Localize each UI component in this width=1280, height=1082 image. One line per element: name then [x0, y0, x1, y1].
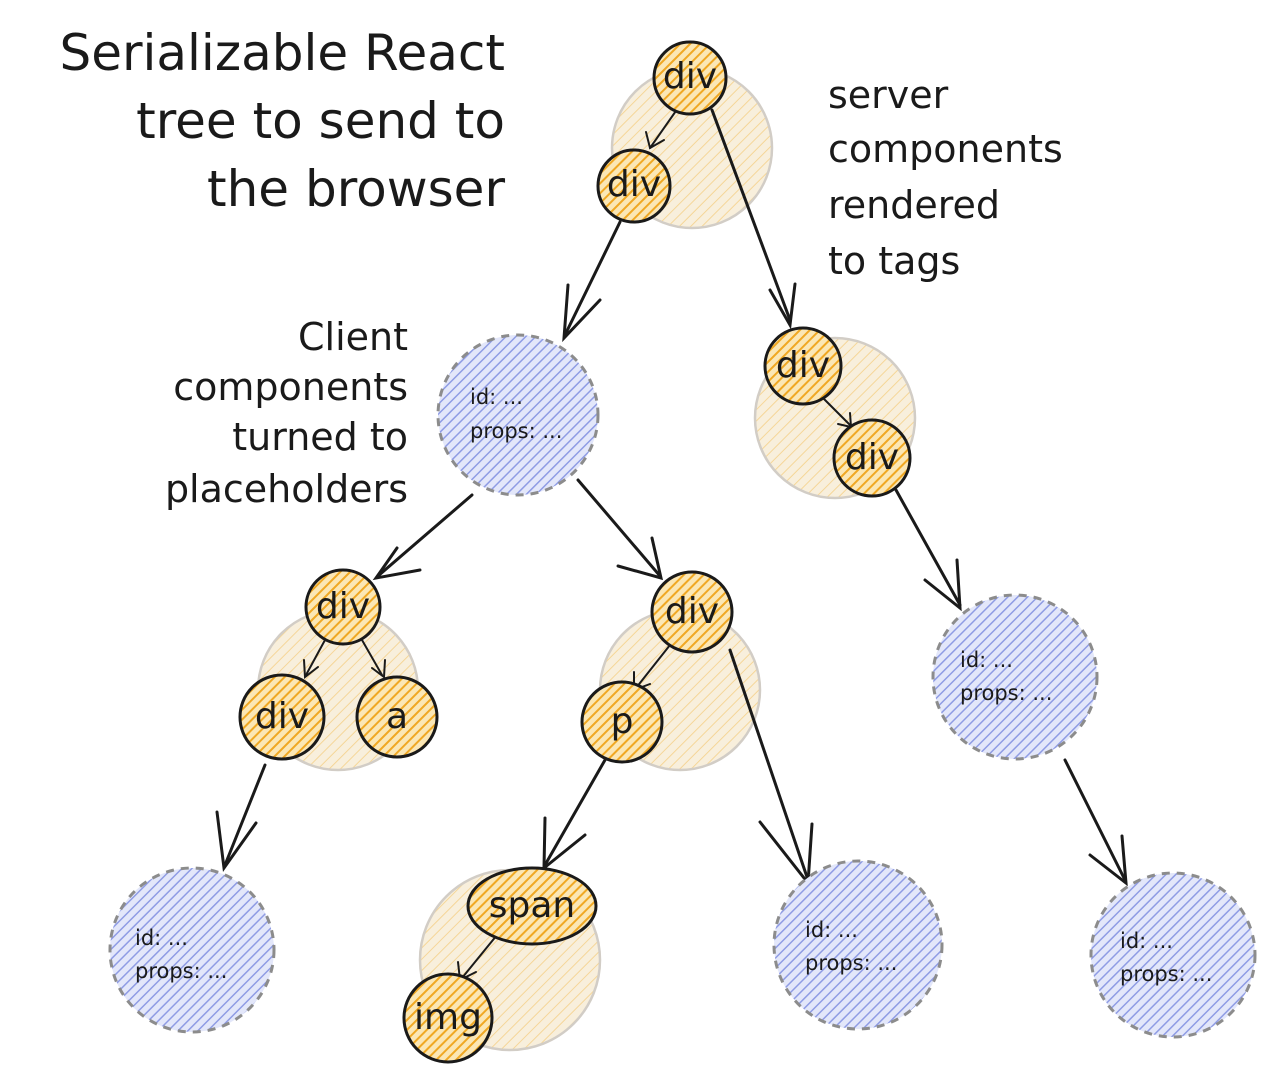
node-root-div: div	[652, 40, 728, 116]
edge-child-to-placeholder-1	[563, 220, 622, 337]
edge-span-to-img	[461, 934, 498, 979]
arrowhead-right-placeholder-to-bottom	[1088, 834, 1128, 887]
placeholder-props: props: ...	[1120, 962, 1212, 986]
edge-right-placeholder-to-bottom	[1063, 758, 1127, 882]
arrowhead-root-to-child	[645, 131, 665, 150]
node-label: div	[255, 696, 309, 737]
client-note-line-4: placeholders	[165, 467, 408, 511]
client-note-line-3: turned to	[232, 415, 408, 459]
edge-mid-div-to-p	[635, 644, 671, 689]
node-label: a	[386, 696, 408, 737]
arrowhead-left-div-to-a	[371, 659, 386, 679]
title-line-3: the browser	[207, 160, 505, 218]
arrowhead-left-child-div-to-placeholder	[215, 810, 258, 873]
node-label: div	[776, 345, 830, 386]
node-label: p	[611, 701, 634, 742]
node-label: div	[845, 437, 899, 478]
client-placeholder-right: id: ... props: ...	[931, 593, 1099, 761]
edge-left-div-to-child-div	[305, 639, 326, 676]
edge-root-to-child	[649, 107, 679, 149]
edge-left-child-div-to-placeholder	[223, 763, 267, 867]
edge-root-to-right-div	[710, 108, 792, 322]
node-label: div	[316, 586, 370, 627]
arrowhead-child-to-placeholder-1	[562, 283, 602, 343]
placeholder-id: id: ...	[960, 648, 1013, 672]
placeholder-props: props: ...	[135, 959, 227, 983]
client-placeholder-top: id: ... props: ...	[436, 333, 600, 497]
title-line-1: Serializable React	[59, 24, 505, 82]
arrowhead-root-to-right-div	[768, 282, 797, 330]
edge-left-div-to-a	[361, 639, 383, 676]
server-note-line-4: to tags	[828, 239, 960, 283]
arrowhead-left-div-to-child-div	[303, 659, 319, 679]
server-components-note: server components rendered to tags	[828, 73, 1063, 283]
node-span: span	[466, 866, 598, 946]
client-placeholder-bottom-right: id: ... props: ...	[1089, 871, 1257, 1039]
tree-edges	[215, 107, 1128, 982]
node-root-child-div: div	[596, 148, 672, 224]
node-img: img	[402, 972, 494, 1064]
node-right-div-2: div	[832, 418, 912, 498]
server-note-line-3: rendered	[828, 183, 1000, 227]
placeholder-props: props: ...	[960, 681, 1052, 705]
node-label: div	[607, 164, 661, 205]
node-left-group-child-div: div	[238, 673, 326, 761]
server-note-line-2: components	[828, 127, 1063, 171]
arrowhead-placeholder-to-mid-div	[616, 536, 664, 581]
edge-placeholder-to-left-div	[376, 493, 474, 578]
node-left-group-div: div	[304, 568, 382, 646]
node-label: span	[489, 885, 575, 926]
placeholder-id: id: ...	[1120, 929, 1173, 953]
client-note-line-2: components	[173, 365, 408, 409]
node-label: img	[414, 997, 482, 1038]
placeholder-id: id: ...	[135, 926, 188, 950]
edge-placeholder-to-mid-div	[576, 478, 662, 578]
edge-right-div-1-to-2	[819, 394, 851, 426]
arrowhead-mid-div-to-placeholder	[758, 820, 814, 887]
client-placeholder-bottom-mid: id: ... props: ...	[772, 859, 944, 1031]
edge-right-div-2-to-placeholder	[894, 488, 962, 607]
node-right-div-1: div	[763, 326, 843, 406]
server-note-line-1: server	[828, 73, 949, 117]
node-mid-group-div: div	[650, 570, 734, 654]
edge-p-to-span	[543, 758, 607, 867]
placeholder-id: id: ...	[805, 918, 858, 942]
diagram-title: Serializable React tree to send to the b…	[59, 24, 505, 218]
placeholder-props: props: ...	[470, 419, 562, 443]
client-placeholder-bottom-left: id: ... props: ...	[108, 866, 276, 1034]
placeholder-props: props: ...	[805, 951, 897, 975]
node-left-group-child-a: a	[355, 675, 439, 759]
arrowhead-placeholder-to-left-div	[372, 546, 422, 581]
node-mid-group-p: p	[580, 680, 664, 764]
node-label: div	[665, 591, 719, 632]
node-label: div	[663, 56, 717, 97]
title-line-2: tree to send to	[136, 92, 505, 150]
edge-mid-div-to-placeholder	[728, 648, 810, 882]
arrowhead-p-to-span	[542, 816, 587, 872]
placeholder-id: id: ...	[470, 385, 523, 409]
client-components-note: Client components turned to placeholders	[165, 315, 408, 511]
arrowhead-right-div-2-to-placeholder	[923, 558, 962, 612]
client-note-line-1: Client	[298, 315, 408, 359]
